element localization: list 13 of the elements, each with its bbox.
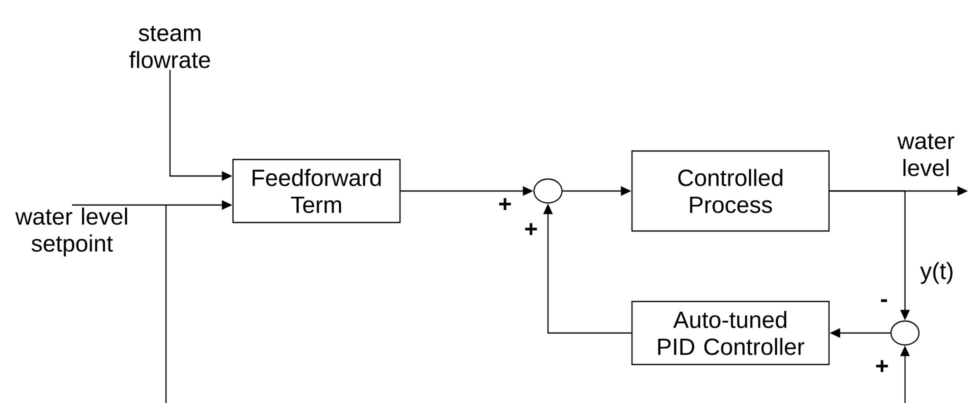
process-box: Auto-tuned PID Controller bbox=[631, 300, 830, 366]
sign-label: + bbox=[525, 223, 537, 236]
sign-label: + bbox=[499, 198, 511, 210]
edge-label: water level bbox=[897, 134, 954, 176]
signal-label: steam flowrate bbox=[129, 26, 210, 68]
summing-junction bbox=[533, 178, 563, 204]
signal-label: water level setpoint bbox=[15, 208, 128, 256]
summing-junction bbox=[890, 320, 920, 346]
sign-label: + bbox=[876, 360, 888, 372]
sign-label: - bbox=[881, 299, 887, 302]
process-box: Feedforward Term bbox=[232, 158, 401, 224]
edge-label: y(t) bbox=[920, 262, 952, 284]
process-box: Controlled Process bbox=[631, 150, 830, 232]
